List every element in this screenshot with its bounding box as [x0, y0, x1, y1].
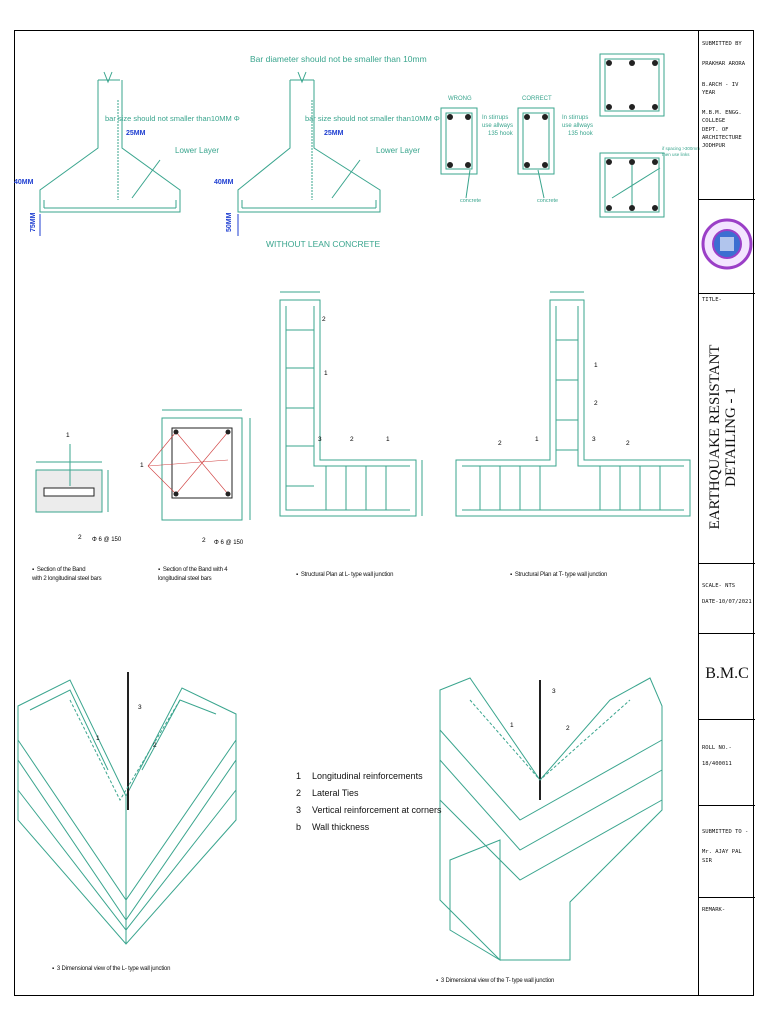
- college-seal-graphic: [701, 218, 753, 270]
- l-3d-callout-1: 1: [96, 735, 100, 742]
- band-section-4bars: [147, 409, 251, 521]
- band-callout-1: 1: [66, 432, 70, 439]
- stirrup-details: [440, 107, 555, 199]
- band-section-2bars: [35, 444, 109, 513]
- footing-left-dim-bottom: 75MM: [30, 212, 37, 232]
- footing-right-dim-side: 40MM: [214, 179, 234, 186]
- footing-right-dim-bottom: 50MM: [226, 212, 233, 232]
- caption-l-3d: ▪ 3 Dimensional view of the L- type wall…: [52, 966, 171, 972]
- t-plan-callout-2b: 2: [498, 440, 502, 447]
- bar-diameter-note: Bar diameter should not be smaller than …: [250, 54, 427, 64]
- footing-right-bar-note: bar size should not smaller than10MM Φ: [305, 114, 440, 123]
- stirrup-correct-label: CORRECT: [522, 96, 552, 102]
- caption-t-3d: ▪ 3 Dimensional view of the T- type wall…: [436, 978, 555, 984]
- footing-right-drawing: [237, 71, 381, 236]
- footing-right-dim-top: 25MM: [324, 130, 344, 137]
- roll-no-cell: ROLL NO.- 18/400011: [699, 720, 755, 806]
- remark-cell: REMARK-: [702, 907, 726, 913]
- submitted-to-cell: SUBMITTED TO - Mr. AJAY PAL SIR: [699, 806, 755, 898]
- t-plan-callout-2a: 2: [594, 400, 598, 407]
- caption-l-plan: ▪ Structural Plan at L- type wall juncti…: [296, 572, 394, 578]
- l-plan-callout-1a: 1: [324, 370, 328, 377]
- t-plan-callout-1b: 1: [535, 436, 539, 443]
- t-plan-callout-2c: 2: [626, 440, 630, 447]
- t-junction-3d-drawing: [439, 677, 663, 961]
- t-3d-callout-1: 1: [510, 722, 514, 729]
- t-3d-callout-3: 3: [552, 688, 556, 695]
- t-junction-plan: [455, 291, 691, 517]
- l-junction-plan: [279, 291, 423, 517]
- l-plan-callout-3: 3: [318, 436, 322, 443]
- drawing-frame: [14, 30, 754, 996]
- stirrup-concrete-label-2: concrete: [537, 198, 559, 204]
- l-plan-callout-2a: 2: [322, 316, 326, 323]
- band4-callout-1: 1: [140, 462, 144, 469]
- footing-left-bar-note: bar size should not smaller than10MM Φ: [105, 114, 240, 123]
- drawing-title: EARTHQUAKE RESISTANT DETAILING - 1: [707, 344, 739, 530]
- submitted-by-block: SUBMITTED BY PRAKHAR ARORA B.ARCH - IV Y…: [699, 30, 755, 200]
- l-3d-callout-3: 3: [138, 704, 142, 711]
- band-callout-2: 2: [78, 534, 82, 541]
- l-plan-callout-1b: 1: [386, 436, 390, 443]
- footing-right-lower-layer: Lower Layer: [376, 146, 421, 155]
- stirrup-concrete-label-1: concrete: [460, 198, 482, 204]
- footing-left-dim-side: 40MM: [14, 179, 34, 186]
- footing-left-drawing: [39, 71, 181, 236]
- college-seal: [699, 200, 755, 294]
- t-plan-callout-3: 3: [592, 436, 596, 443]
- title-block: SUBMITTED BY PRAKHAR ARORA B.ARCH - IV Y…: [698, 30, 755, 996]
- l-junction-3d-drawing: [17, 672, 237, 945]
- band4-callout-2: 2: [202, 537, 206, 544]
- column-sections: [599, 53, 665, 218]
- band4-bar-spec: Φ 6 @ 150: [214, 540, 244, 546]
- scale-date-cell: SCALE- NTS DATE-10/07/2021: [699, 564, 755, 634]
- footing-left-lower-layer: Lower Layer: [175, 146, 220, 155]
- t-3d-callout-2: 2: [566, 725, 570, 732]
- caption-t-plan: ▪ Structural Plan at T- type wall juncti…: [510, 572, 608, 578]
- band-bar-spec: Φ 6 @ 150: [92, 537, 122, 543]
- l-3d-callout-2: 2: [153, 742, 157, 749]
- t-plan-callout-1a: 1: [594, 362, 598, 369]
- subject-cell: B.M.C: [699, 634, 755, 720]
- title-cell: TITLE- EARTHQUAKE RESISTANT DETAILING - …: [699, 294, 755, 564]
- without-lean-concrete-label: WITHOUT LEAN CONCRETE: [266, 239, 381, 249]
- stirrup-wrong-label: WRONG: [448, 96, 472, 102]
- l-plan-callout-2b: 2: [350, 436, 354, 443]
- footing-left-dim-top: 25MM: [126, 130, 146, 137]
